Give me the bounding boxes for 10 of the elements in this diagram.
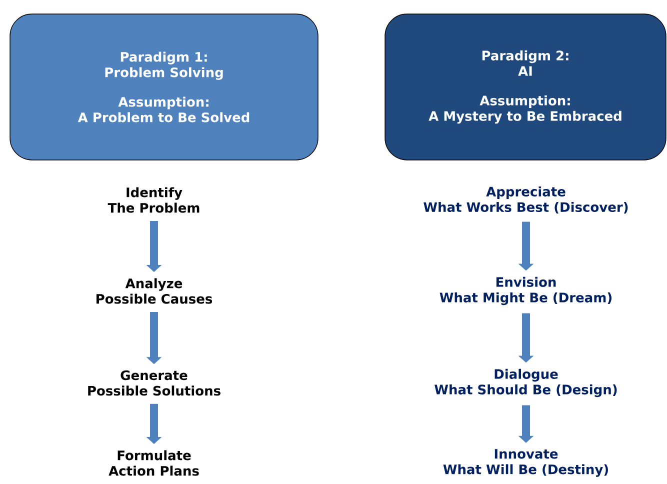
paradigm-box: Paradigm 1: Problem Solving Assumption: A Problem to Be Solved [10,14,318,160]
step-text: Formulate Action Plans [108,450,199,476]
step-text: Appreciate What Works Best (Discover) [424,186,628,214]
paradigm-box: Paradigm 2: AI Assumption: A Mystery to Be Embraced [384,14,666,160]
step-text: Identify The Problem [108,187,200,213]
step-text: Dialogue What Should Be (Design) [434,368,617,398]
step-text: Innovate What Will Be (Destiny) [443,449,608,477]
step-text: Analyze Possible Causes [96,278,212,304]
step-text: Generate Possible Solutions [88,370,220,396]
step-text: Envision What Might Be (Dream) [440,276,612,306]
